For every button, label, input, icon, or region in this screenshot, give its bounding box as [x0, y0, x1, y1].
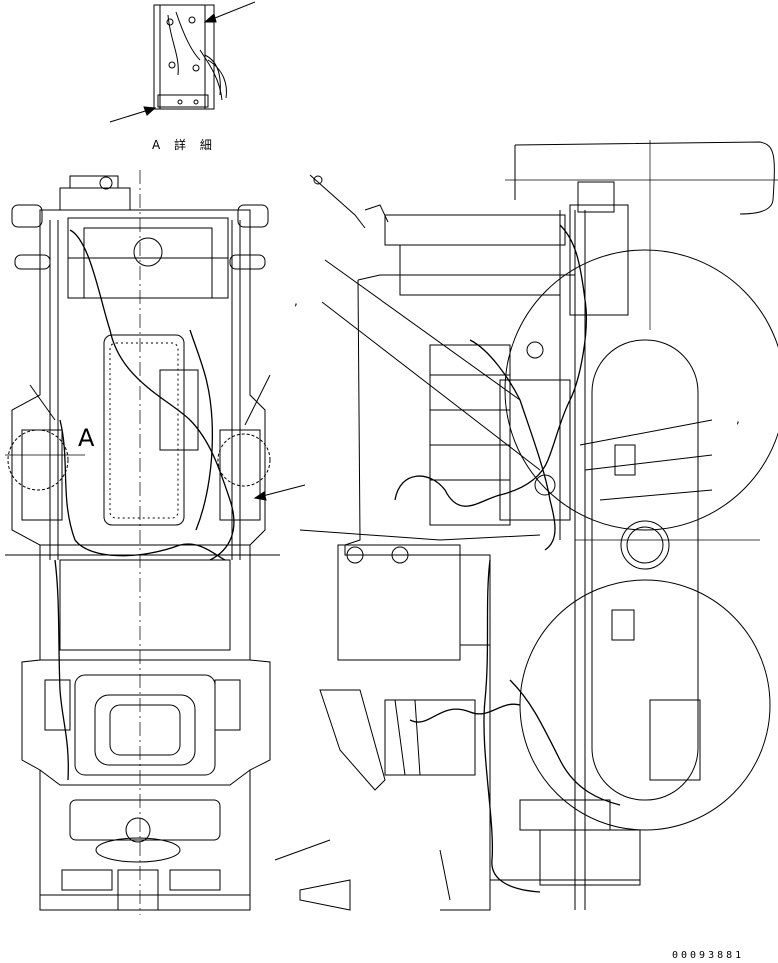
tick-mark: , [736, 412, 740, 426]
plan-view [5, 170, 306, 915]
detail-a-view [109, 1, 256, 123]
drawing-number: 00093881 [672, 950, 745, 961]
tick-mark: , [294, 294, 298, 308]
side-view [274, 140, 778, 911]
detail-a-label: A 詳 細 [152, 138, 217, 152]
callout-a-letter: A [78, 424, 95, 452]
